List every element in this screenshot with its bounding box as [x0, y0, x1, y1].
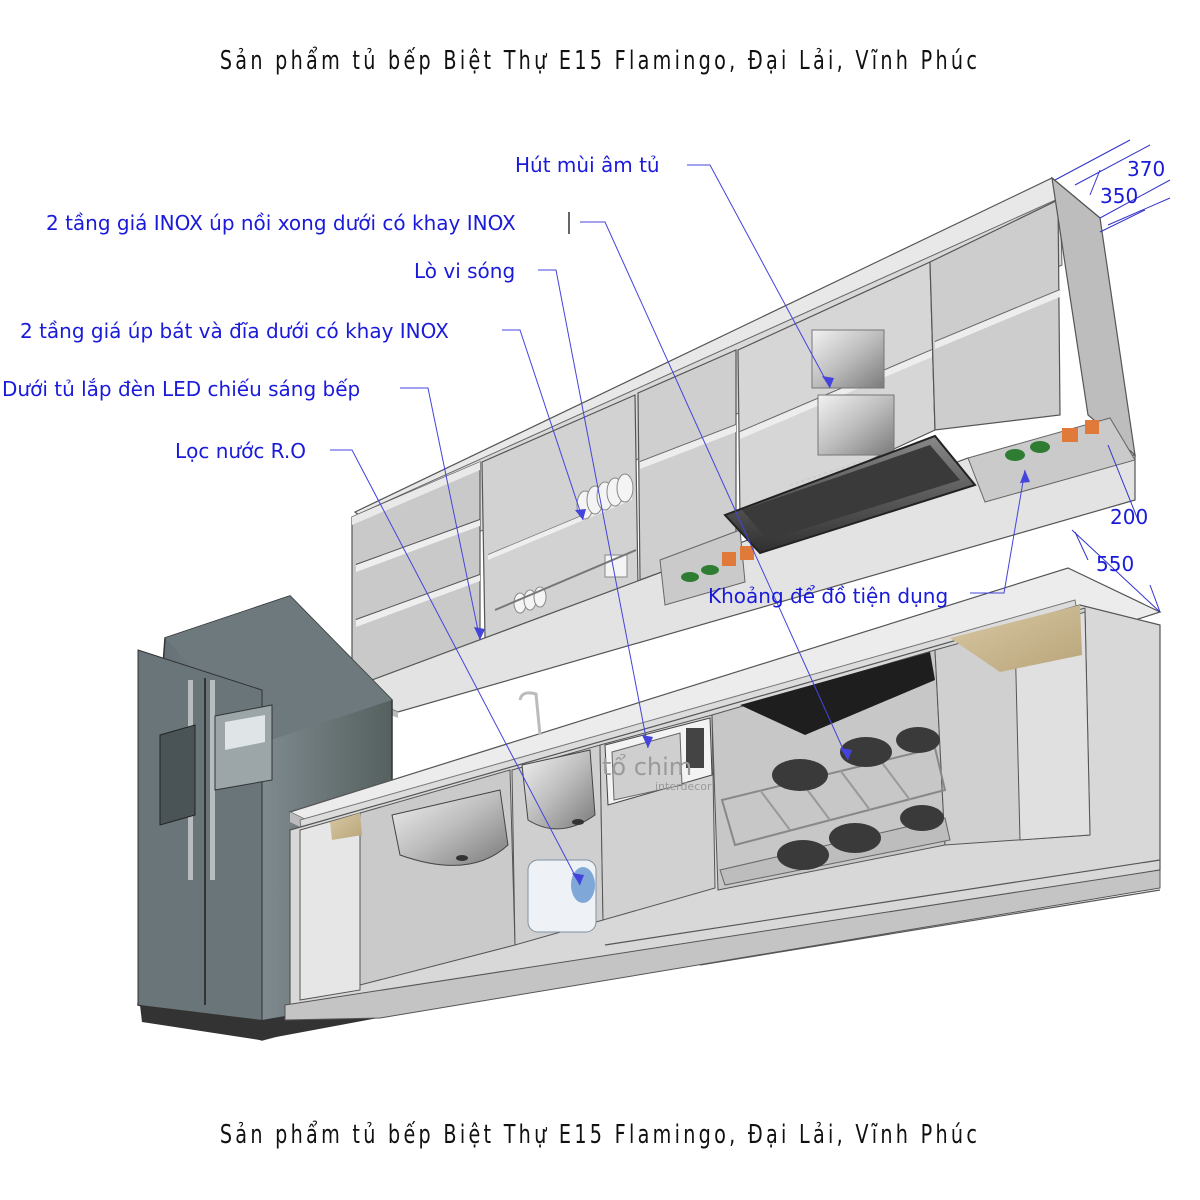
watermark-sub: interdecor	[655, 780, 712, 793]
dimension-370: 370	[1127, 157, 1165, 181]
watermark: tổ chim interdecor	[602, 753, 712, 793]
label-dish-rack: 2 tầng giá úp bát và đĩa dưới có khay IN…	[20, 319, 449, 343]
label-pot-rack: 2 tầng giá INOX úp nồi xong dưới có khay…	[46, 211, 516, 235]
spice-jars	[681, 420, 1099, 582]
label-led: Dưới tủ lắp đèn LED chiếu sáng bếp	[2, 377, 360, 401]
leader-lines	[330, 164, 1026, 886]
dimension-200: 200	[1110, 505, 1148, 529]
dimension-350: 350	[1100, 184, 1138, 208]
microwave	[604, 717, 713, 806]
pot-rack	[719, 727, 951, 886]
label-utility-space: Khoảng để đồ tiện dụng	[708, 584, 948, 608]
ro-filter	[527, 859, 597, 933]
page-title-bottom: Sản phẩm tủ bếp Biệt Thự E15 Flamingo, Đ…	[219, 1120, 981, 1150]
label-ro-filter: Lọc nước R.O	[175, 439, 306, 463]
dimension-lines	[1054, 139, 1171, 613]
label-microwave: Lò vi sóng	[414, 259, 515, 283]
base-cabinet	[284, 567, 1162, 1021]
watermark-brand: tổ chim	[602, 753, 692, 781]
page-title-top: Sản phẩm tủ bếp Biệt Thự E15 Flamingo, Đ…	[219, 46, 981, 76]
sink-bowls	[391, 691, 596, 866]
upper-cabinet	[343, 176, 1136, 718]
range-hood	[723, 434, 977, 555]
dimension-550: 550	[1096, 552, 1134, 576]
label-hood: Hút mùi âm tủ	[515, 153, 660, 177]
dish-rack-plates	[494, 473, 637, 614]
leader-arrowheads	[474, 376, 1030, 885]
